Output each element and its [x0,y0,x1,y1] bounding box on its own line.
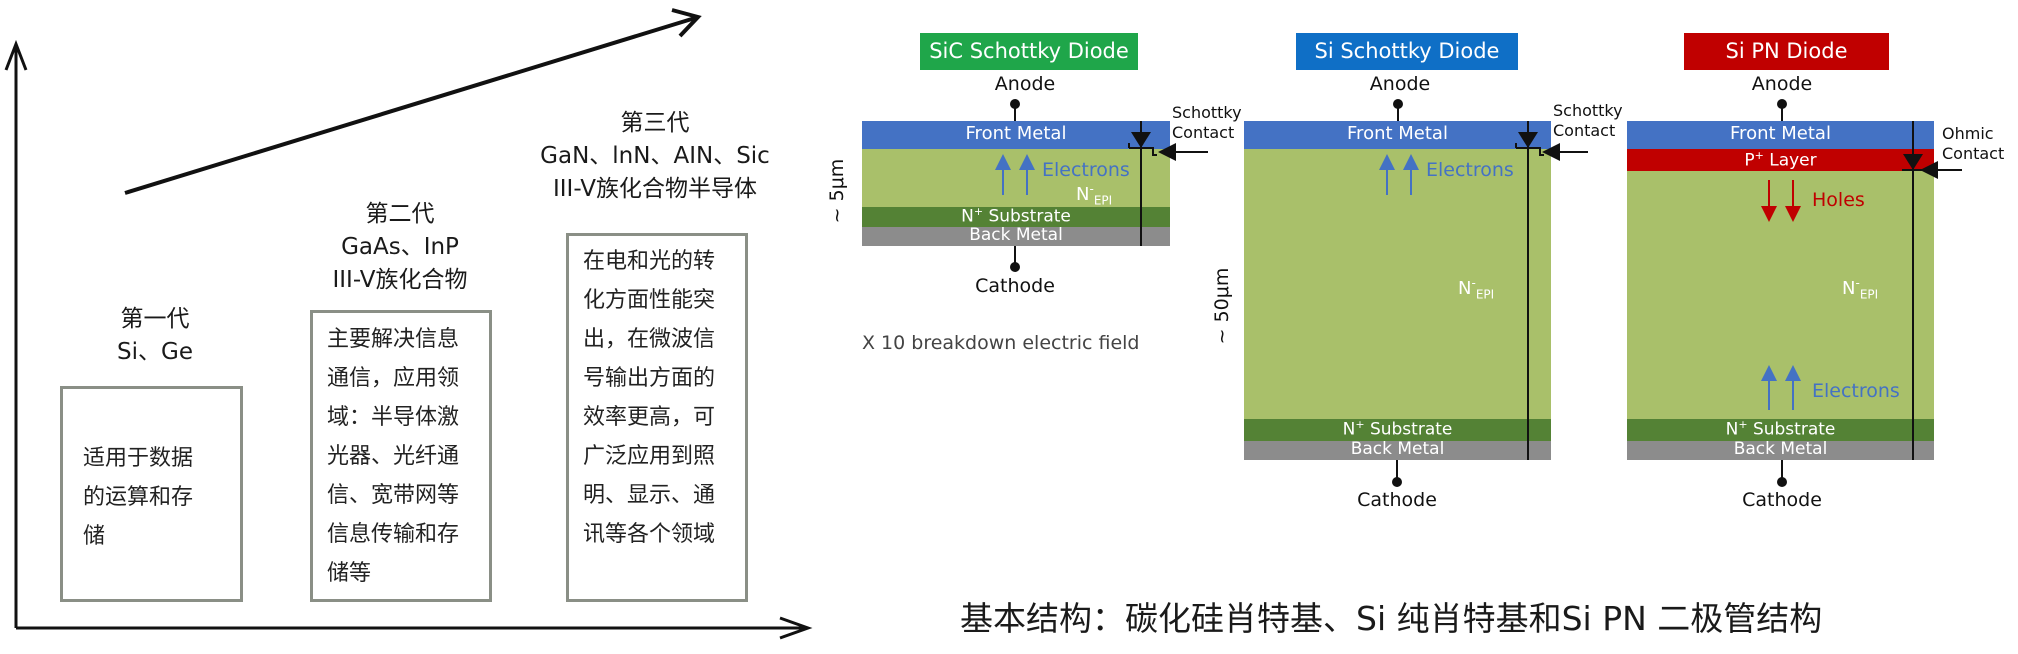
sic-substrate-label: N+ Substrate [961,205,1071,227]
si-pn-back-metal [1627,441,1934,460]
si-pn-back-metal-label: Back Metal [1733,439,1828,459]
gen1-desc-line: 适用于数据 [83,446,194,471]
sic-epi-layer [862,149,1170,207]
si-pn-cathode-label: Cathode [1742,489,1822,511]
si-pn-anode-label: Anode [1751,73,1813,95]
gen3-title: 第三代 [620,110,690,136]
gen1-label: 第一代 Si、Ge [100,303,210,369]
sic-front-metal [862,121,1170,149]
gen1-materials: Si、Ge [117,339,193,365]
si-schottky-cathode-label: Cathode [1357,489,1437,511]
si-schottky-back-metal [1244,441,1551,460]
figure-caption: 基本结构：碳化硅肖特基、Si 纯肖特基和Si PN 二极管结构 [960,599,1823,638]
si-schottky-epi-layer [1244,149,1551,419]
gen2-materials: GaAs、InP [341,234,459,260]
gen2-desc-line: 主要解决信息 [327,327,460,352]
trend-arrow [124,16,696,195]
gen3-desc-line: 讯等各个领域 [583,522,716,547]
sic-anode-terminal [1010,99,1020,121]
gen3-desc-line: 效率更高，可 [583,405,716,430]
si-schottky-title: Si Schottky Diode [1296,33,1518,70]
si-pn-substrate [1627,419,1934,441]
gen3-label: 第三代 GaN、lnN、AIN、Sic III-V族化合物半导体 [525,107,785,206]
gen2-title: 第二代 [365,201,435,227]
gen3-desc-line: 化方面性能突 [583,288,716,313]
gen1-desc-line: 储 [83,524,106,549]
si-schottky-front-metal [1244,121,1551,149]
gen2-desc-line: 域：半导体激 [327,405,460,430]
si-pn-p-layer [1627,149,1934,171]
si-schottky-substrate [1244,419,1551,441]
si-pn-electrons-label: Electrons [1812,380,1900,402]
si-pn-epi-label: N-EPI [1842,276,1879,302]
si-pn-cathode-terminal [1777,460,1787,487]
gen2-desc-line: 通信，应用领 [327,366,460,391]
si-schottky-back-metal-label: Back Metal [1350,439,1445,459]
gen3-desc-line: 在电和光的转 [583,249,716,274]
gen3-box: 在电和光的转 化方面性能突 出，在微波信 号输出方面的 效率更高，可 广泛应用到… [566,233,748,602]
gen2-desc-line: 信息传输和存 [327,522,460,547]
sic-thickness-label: ~ 5μm [826,158,848,224]
si-pn-title: Si PN Diode [1684,33,1889,70]
gen2-desc-line: 储等 [327,561,372,586]
gen3-desc-line: 号输出方面的 [583,366,716,391]
si-pn-epi-layer [1627,171,1934,419]
sic-back-metal [862,227,1170,246]
gen1-title: 第一代 [120,306,190,332]
si-schottky-anode-label: Anode [1369,73,1431,95]
sic-epi-label: N-EPI [1076,182,1113,208]
si-schottky-substrate-label: N+ Substrate [1342,418,1453,440]
si-pn-substrate-label: N+ Substrate [1725,418,1836,440]
sic-substrate [862,207,1170,227]
gen3-materials-class: III-V族化合物半导体 [552,176,758,202]
si-schottky-electrons-label: Electrons [1426,159,1514,181]
si-schottky-epi-label: N-EPI [1458,276,1495,302]
si-pn-front-metal [1627,121,1934,149]
gen1-box: 适用于数据 的运算和存 储 [60,386,243,602]
sic-cathode-terminal [1010,246,1020,272]
sic-anode-label: Anode [994,73,1056,95]
sic-title: SiC Schottky Diode [920,33,1138,70]
si-pn-anode-terminal [1777,99,1787,121]
sic-back-metal-label: Back Metal [969,225,1063,245]
sic-front-metal-label: Front Metal [965,123,1067,144]
sic-electrons-label: Electrons [1042,159,1130,181]
sic-breakdown-note: X 10 breakdown electric field [862,332,1140,354]
si-schottky-anode-terminal [1393,99,1403,121]
gen2-desc-line: 光器、光纤通 [327,444,460,469]
generation-axes [4,8,813,640]
si-schottky-cathode-terminal [1392,460,1402,487]
gen3-desc-line: 明、显示、通 [583,483,716,508]
sic-cathode-label: Cathode [975,275,1055,297]
gen2-materials-class: III-V族化合物 [332,267,468,293]
si-pn-p-layer-label: P+ Layer [1744,149,1817,171]
gen3-desc-line: 广泛应用到照 [583,444,716,469]
gen2-label: 第二代 GaAs、InP III-V族化合物 [315,198,485,297]
gen3-materials: GaN、lnN、AIN、Sic [540,143,770,169]
gen3-desc-line: 出，在微波信 [583,327,716,352]
si-schottky-front-metal-label: Front Metal [1347,123,1448,144]
gen1-desc-line: 的运算和存 [83,485,194,510]
si-pn-front-metal-label: Front Metal [1730,123,1831,144]
si-pn-holes-label: Holes [1812,189,1865,211]
gen2-desc-line: 信、宽带网等 [327,483,460,508]
si-schottky-thickness-label: ~ 50μm [1211,267,1233,345]
gen2-box: 主要解决信息 通信，应用领 域：半导体激 光器、光纤通 信、宽带网等 信息传输和… [310,310,492,602]
